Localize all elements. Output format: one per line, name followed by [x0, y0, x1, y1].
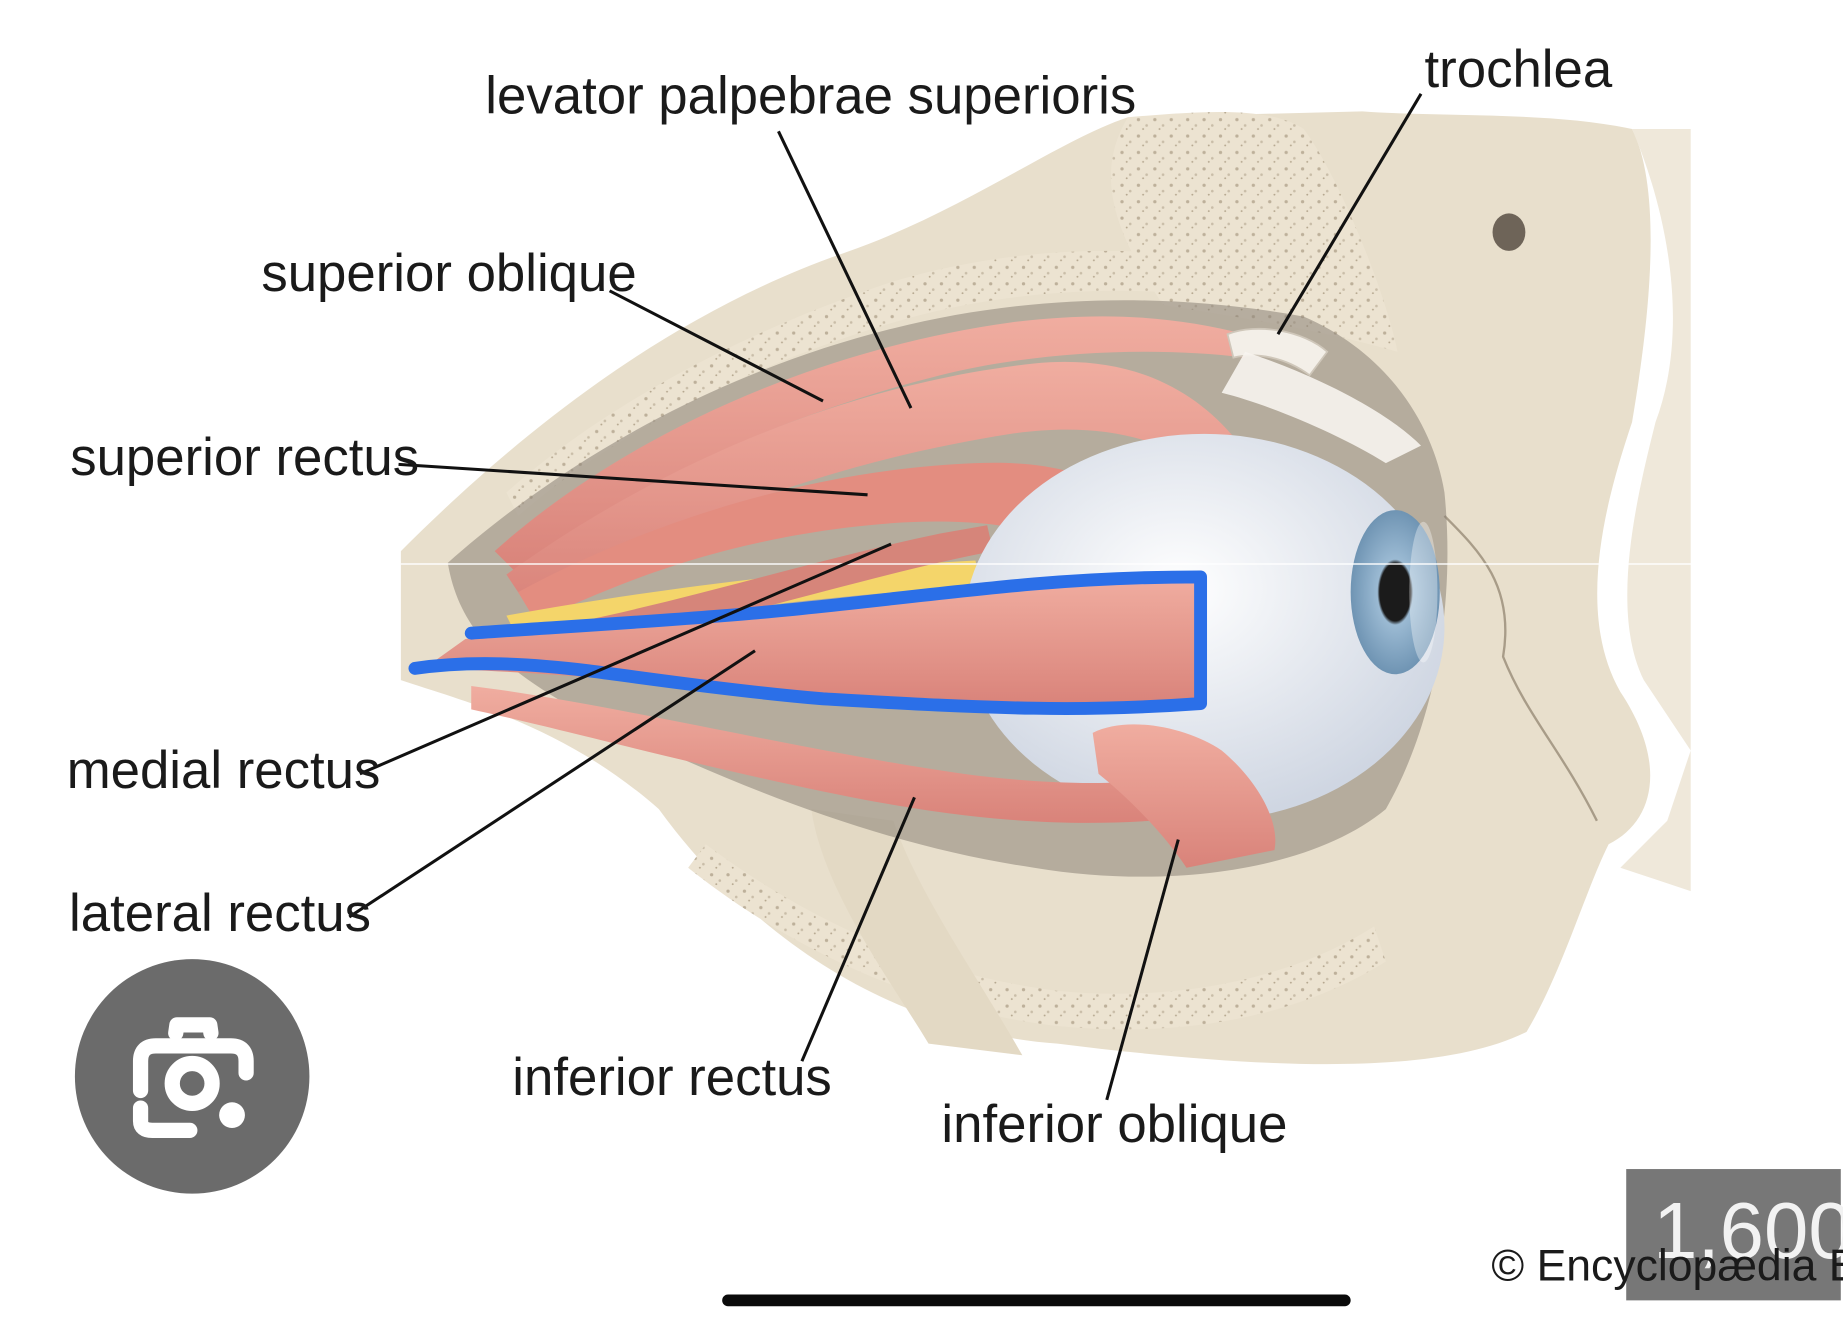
leader-superior-oblique [608, 289, 824, 403]
superior-oblique-tendon [1221, 351, 1422, 464]
label-trochlea: trochlea [1425, 40, 1613, 99]
lens-dot [219, 1102, 245, 1129]
superior-rectus-muscle [518, 462, 1117, 622]
leader-superior-rectus [398, 462, 868, 497]
blue-annotation-outline [408, 570, 1208, 715]
label-levator-palpebrae-superioris: levator palpebrae superioris [485, 67, 1136, 126]
inferior-oblique-muscle [1092, 724, 1276, 868]
leader-levator [777, 130, 913, 409]
label-medial-rectus: medial rectus [67, 741, 381, 800]
levator-palpebrae-muscle [506, 361, 1246, 610]
superior-oblique-muscle [494, 316, 1246, 575]
lens-search-button[interactable] [74, 959, 310, 1194]
lens-button-background[interactable] [74, 959, 310, 1194]
google-lens-icon [132, 1017, 254, 1138]
label-superior-rectus: superior rectus [70, 428, 419, 487]
leader-trochlea [1276, 93, 1423, 335]
label-inferior-rectus: inferior rectus [512, 1048, 832, 1107]
label-inferior-oblique: inferior oblique [941, 1095, 1287, 1154]
leader-inferior-rectus [800, 796, 916, 1062]
leader-inferior-oblique [1105, 839, 1180, 1101]
leader-lines [348, 93, 1423, 1101]
leader-medial-rectus [359, 542, 892, 776]
label-lateral-rectus: lateral rectus [69, 884, 371, 943]
inferior-rectus-muscle [471, 685, 1152, 823]
image-count-text: 1,600 : [1653, 1186, 1843, 1275]
home-indicator-bar[interactable] [722, 1294, 1351, 1307]
image-count-badge[interactable]: 1,600 : [1626, 1169, 1843, 1301]
copyright-credit: © Encyclopædia Bri [1491, 1241, 1843, 1290]
label-superior-oblique: superior oblique [261, 244, 636, 303]
leader-lateral-rectus [348, 649, 756, 919]
